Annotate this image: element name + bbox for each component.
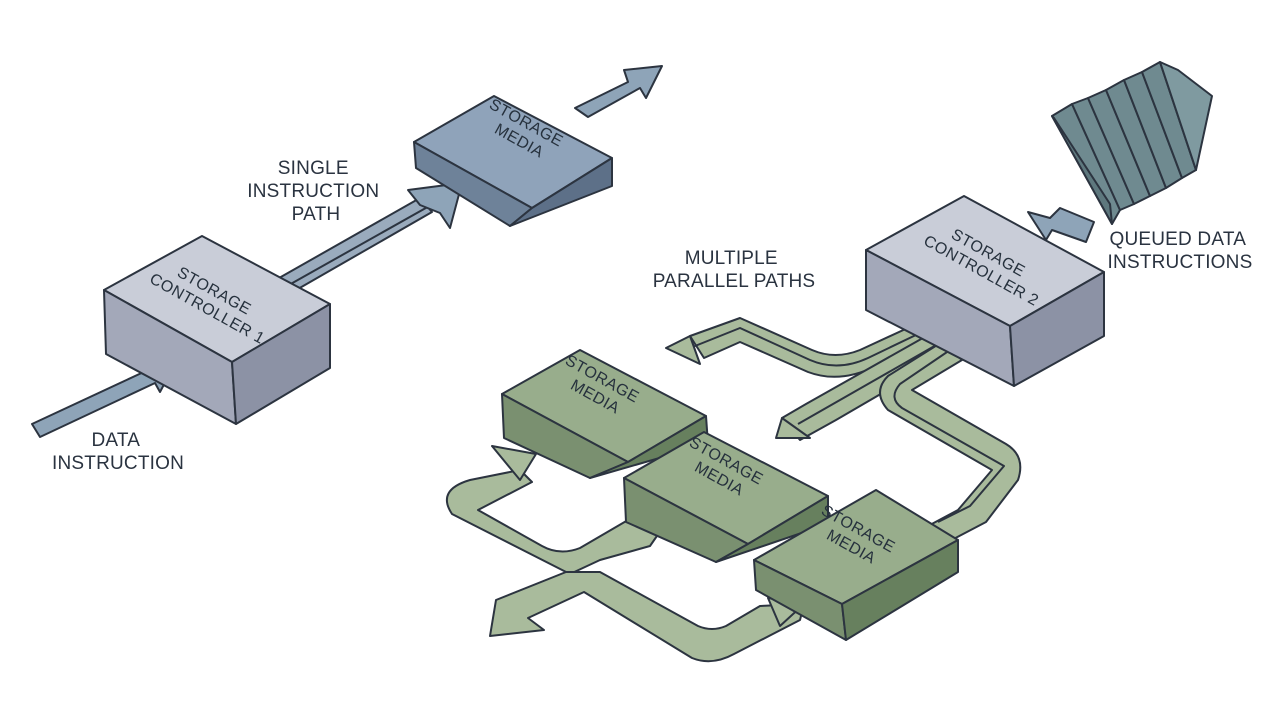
multiple-parallel-paths-label: MULTIPLE PARALLEL PATHS (653, 248, 816, 292)
data-instruction-line-2: INSTRUCTION (52, 453, 184, 474)
single-instruction-path-label: SINGLE INSTRUCTION PATH (247, 158, 385, 225)
single-path-line-1: SINGLE (278, 158, 349, 179)
parallel-paths-line-2: PARALLEL PATHS (653, 271, 816, 292)
storage-controller-1: STORAGE CONTROLLER 1 (103, 235, 331, 425)
data-instruction-label: DATA INSTRUCTION (52, 430, 184, 474)
data-instruction-line-1: DATA (91, 430, 140, 451)
queued-line-1: QUEUED DATA (1109, 229, 1246, 250)
storage-media-green-3: STORAGE MEDIA (753, 489, 959, 641)
instruction-queue (1051, 61, 1213, 225)
storage-media-top: STORAGE MEDIA (413, 95, 613, 227)
single-path-line-2: INSTRUCTION (247, 181, 379, 202)
queue-input-arrow (1027, 207, 1095, 243)
queued-line-2: INSTRUCTIONS (1108, 252, 1253, 273)
media-output-arrow (574, 65, 663, 118)
queued-data-instructions-label: QUEUED DATA INSTRUCTIONS (1108, 229, 1253, 273)
parallel-paths-line-1: MULTIPLE (685, 248, 778, 269)
parallel-channels (665, 317, 1022, 549)
storage-media-green-2: STORAGE MEDIA (623, 431, 829, 563)
storage-controller-2: STORAGE CONTROLLER 2 (865, 195, 1105, 387)
single-path-line (279, 199, 441, 291)
single-path-line-3: PATH (292, 204, 341, 225)
